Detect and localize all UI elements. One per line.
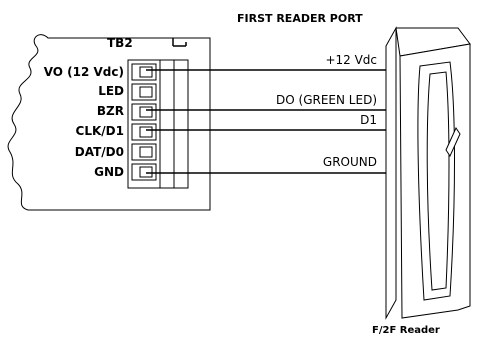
terminal-label-vo: VO (12 Vdc) <box>44 65 124 79</box>
terminal-label-bzr: BZR <box>97 104 124 118</box>
ground-symbol-icon <box>172 38 187 47</box>
wire-label-12vdc: +12 Vdc <box>325 53 377 67</box>
wire-label-do-green-led: DO (GREEN LED) <box>276 93 377 107</box>
diagram-title: FIRST READER PORT <box>237 12 363 25</box>
terminal-screws <box>131 63 157 181</box>
terminal-label-clk-d1: CLK/D1 <box>76 124 124 138</box>
wire-label-d1: D1 <box>360 113 377 127</box>
wire-label-ground: GROUND <box>323 155 377 169</box>
terminal-label-gnd: GND <box>94 165 124 179</box>
reader-side-face <box>385 26 397 320</box>
reader-led-window <box>445 126 461 158</box>
terminal-label-led: LED <box>98 84 124 98</box>
wires <box>146 69 386 174</box>
panel-outline <box>7 34 211 211</box>
reader-device <box>385 26 471 320</box>
reader-caption: F/2F Reader <box>372 325 440 336</box>
reader-inner-panel <box>426 71 450 291</box>
board-name: TB2 <box>107 36 133 50</box>
terminal-label-dat-d0: DAT/D0 <box>75 145 124 159</box>
